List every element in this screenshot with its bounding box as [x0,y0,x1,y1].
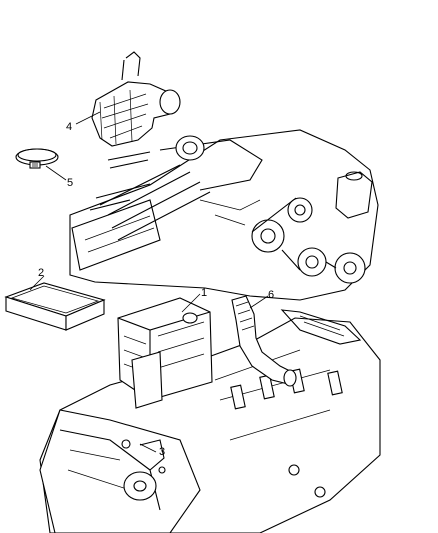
engine-bay-lower [39,295,381,533]
leader-lines [29,111,269,453]
callout-3: 3 [159,446,165,458]
callout-5: 5 [67,177,73,189]
engine-assembly [69,129,379,301]
inlet-duct-part-4 [91,51,181,147]
air-filter-part-2 [4,282,106,331]
callout-4: 4 [66,121,72,133]
callout-1: 1 [201,287,207,299]
callout-2: 2 [38,267,44,279]
hose-clamp-part-5 [15,148,59,169]
callout-6: 6 [268,289,274,301]
